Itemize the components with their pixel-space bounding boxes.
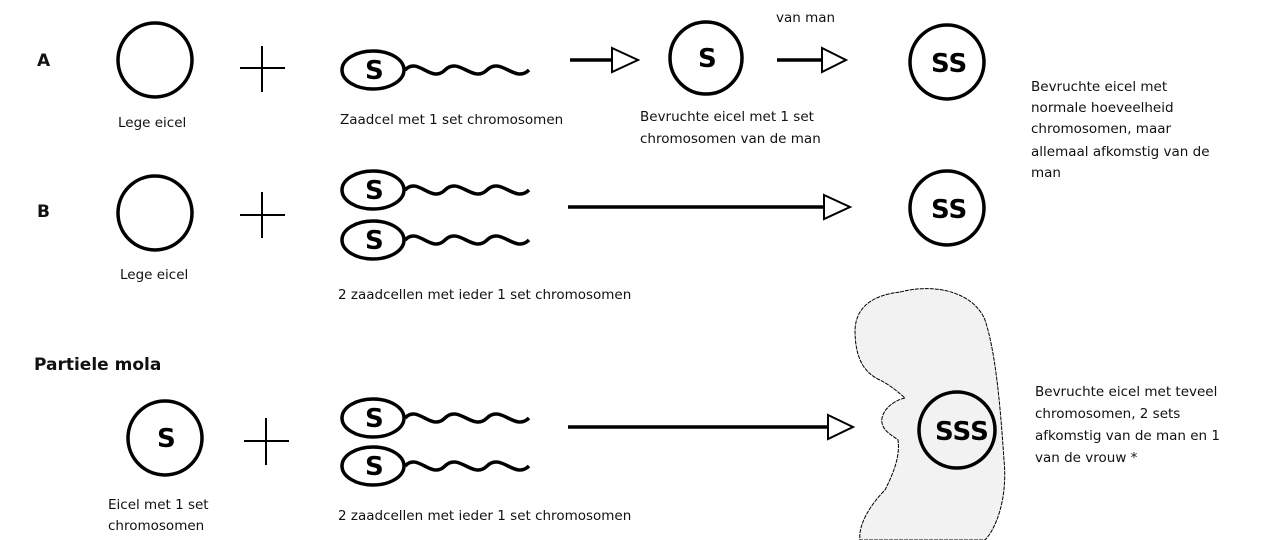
result-label-5: man (1031, 165, 1061, 181)
empty-egg-icon (116, 174, 194, 252)
arrow-icon (568, 413, 856, 441)
embryo-icon (854, 288, 1006, 540)
empty-egg-icon (116, 21, 194, 99)
chromosome-symbol: SS (931, 195, 967, 225)
fertilized-egg-icon (908, 169, 986, 247)
chromosome-symbol: S (365, 404, 384, 434)
partial-mole-row: Partiele mola S Eicel met 1 set chromoso… (34, 288, 1220, 540)
fertilized-egg-icon (668, 20, 744, 96)
arrow-icon (777, 46, 849, 74)
result-label-3: chromosomen, maar (1031, 121, 1171, 137)
intermediate-label-1: Bevruchte eicel met 1 set (640, 109, 814, 125)
partial-heading: Partiele mola (34, 355, 161, 375)
result-label-1: Bevruchte eicel met teveel (1035, 384, 1217, 400)
chromosome-symbol: S (365, 56, 384, 86)
result-label-4: van de vrouw * (1035, 450, 1138, 466)
chromosome-symbol: S (365, 176, 384, 206)
chromosome-symbol: SSS (935, 417, 989, 447)
sperm-icon: S (340, 445, 531, 487)
plus-icon (240, 46, 285, 92)
fertilized-egg-icon (917, 390, 997, 470)
arrow-icon (570, 46, 641, 74)
egg-label-1: Eicel met 1 set (108, 497, 209, 513)
sperm-icon: S (340, 169, 531, 211)
row-b: B Lege eicel S S 2 zaadcellen met ieder … (37, 169, 986, 303)
plus-icon (244, 418, 289, 465)
row-a: A Lege eicel S Zaadcel met 1 set chromos… (37, 20, 1210, 181)
chromosome-symbol: SS (931, 49, 967, 79)
egg-label-2: chromosomen (108, 518, 204, 534)
sperm-icon: S (340, 397, 531, 439)
result-label-4: allemaal afkomstig van de (1031, 144, 1210, 160)
sperm-icon: S (340, 219, 531, 261)
egg-label: Lege eicel (118, 115, 186, 131)
result-label-3: afkomstig van de man en 1 (1035, 428, 1220, 444)
sperm-icon: S (340, 49, 531, 91)
chromosome-symbol: S (365, 452, 384, 482)
result-label-2: chromosomen, 2 sets (1035, 406, 1180, 422)
fertilized-egg-icon (908, 23, 986, 101)
egg-label: Lege eicel (120, 267, 188, 283)
row-a-letter: A (37, 51, 51, 71)
arrow-icon (568, 193, 853, 221)
sperm-label: 2 zaadcellen met ieder 1 set chromosomen (338, 508, 631, 524)
sperm-label: 2 zaadcellen met ieder 1 set chromosomen (338, 287, 631, 303)
sperm-label: Zaadcel met 1 set chromosomen (340, 112, 563, 128)
chromosome-symbol: S (157, 424, 176, 454)
intermediate-label-2: chromosomen van de man (640, 131, 821, 147)
result-label-1: Bevruchte eicel met (1031, 79, 1167, 95)
cut-off-label: van man (776, 10, 835, 26)
egg-icon (126, 399, 204, 477)
chromosome-symbol: S (365, 226, 384, 256)
chromosome-symbol: S (698, 44, 717, 74)
row-b-letter: B (37, 202, 50, 222)
plus-icon (240, 192, 285, 238)
result-label-2: normale hoeveelheid (1031, 100, 1174, 116)
